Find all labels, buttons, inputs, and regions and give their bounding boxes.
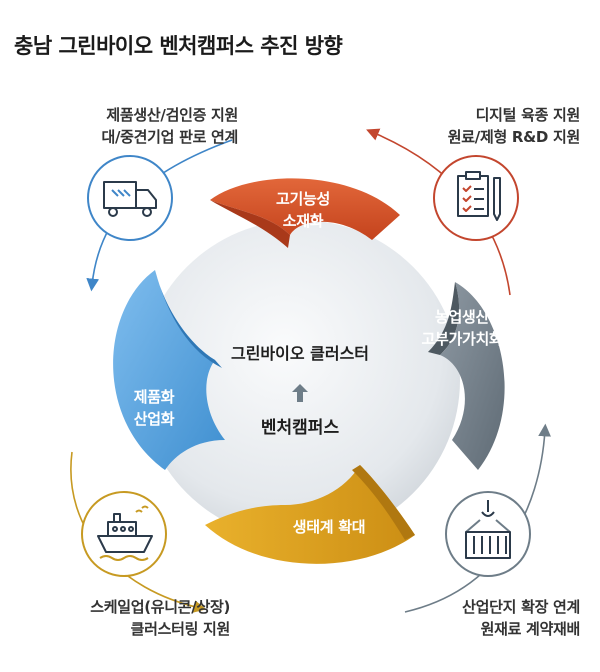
page-title: 충남 그린바이오 벤처캠퍼스 추진 방향 — [14, 34, 343, 58]
petal-label-line: 생태계 확대 — [292, 518, 366, 536]
caption-line: 원재료 계약재배 — [480, 620, 581, 638]
petal-label-line: 고기능성 — [275, 190, 330, 208]
caption-line: 산업단지 확장 연계 — [462, 598, 580, 616]
center-cluster-label: 그린바이오 클러스터 — [230, 344, 370, 363]
cargo-ship-icon — [97, 505, 153, 561]
petal-orange — [210, 178, 400, 240]
crane-container-icon — [465, 500, 511, 559]
caption-line: 클러스터링 지원 — [130, 620, 231, 638]
icon-circle-top-left — [87, 155, 173, 241]
petal-orange-shade — [210, 200, 290, 248]
delivery-truck-icon — [103, 181, 157, 217]
center-campus-label: 벤처캠퍼스 — [260, 418, 340, 438]
caption-line: 대/중견기업 판로 연계 — [101, 128, 238, 146]
caption-line: 디지털 육종 지원 — [475, 106, 581, 124]
petal-gold-shade — [352, 465, 415, 540]
clipboard-checklist-icon — [457, 171, 501, 221]
caption-line: 제품생산/검인증 지원 — [106, 106, 238, 124]
petal-label-line: 소재화 — [282, 212, 324, 230]
caption-line: 원료/제형 R&D 지원 — [447, 128, 581, 146]
petal-blue — [113, 270, 225, 470]
petal-label-gold: 생태계 확대 — [264, 516, 394, 538]
caption-line: 스케일업(유니콘/상장) — [90, 598, 230, 616]
petal-gray-shade — [428, 282, 460, 355]
icon-circle-bottom-left — [81, 491, 167, 577]
hub-disk — [140, 220, 460, 540]
petal-label-line: 제품화 — [133, 388, 175, 406]
caption-bottom-left: 스케일업(유니콘/상장) 클러스터링 지원 — [30, 596, 230, 640]
petal-label-line: 산업화 — [133, 410, 175, 428]
petal-label-line: 농업생산 — [434, 308, 489, 326]
petal-gold — [205, 465, 415, 564]
petal-label-line: 고부가가치화 — [421, 330, 503, 348]
petal-gray — [440, 282, 505, 470]
up-arrow-icon — [292, 384, 308, 402]
